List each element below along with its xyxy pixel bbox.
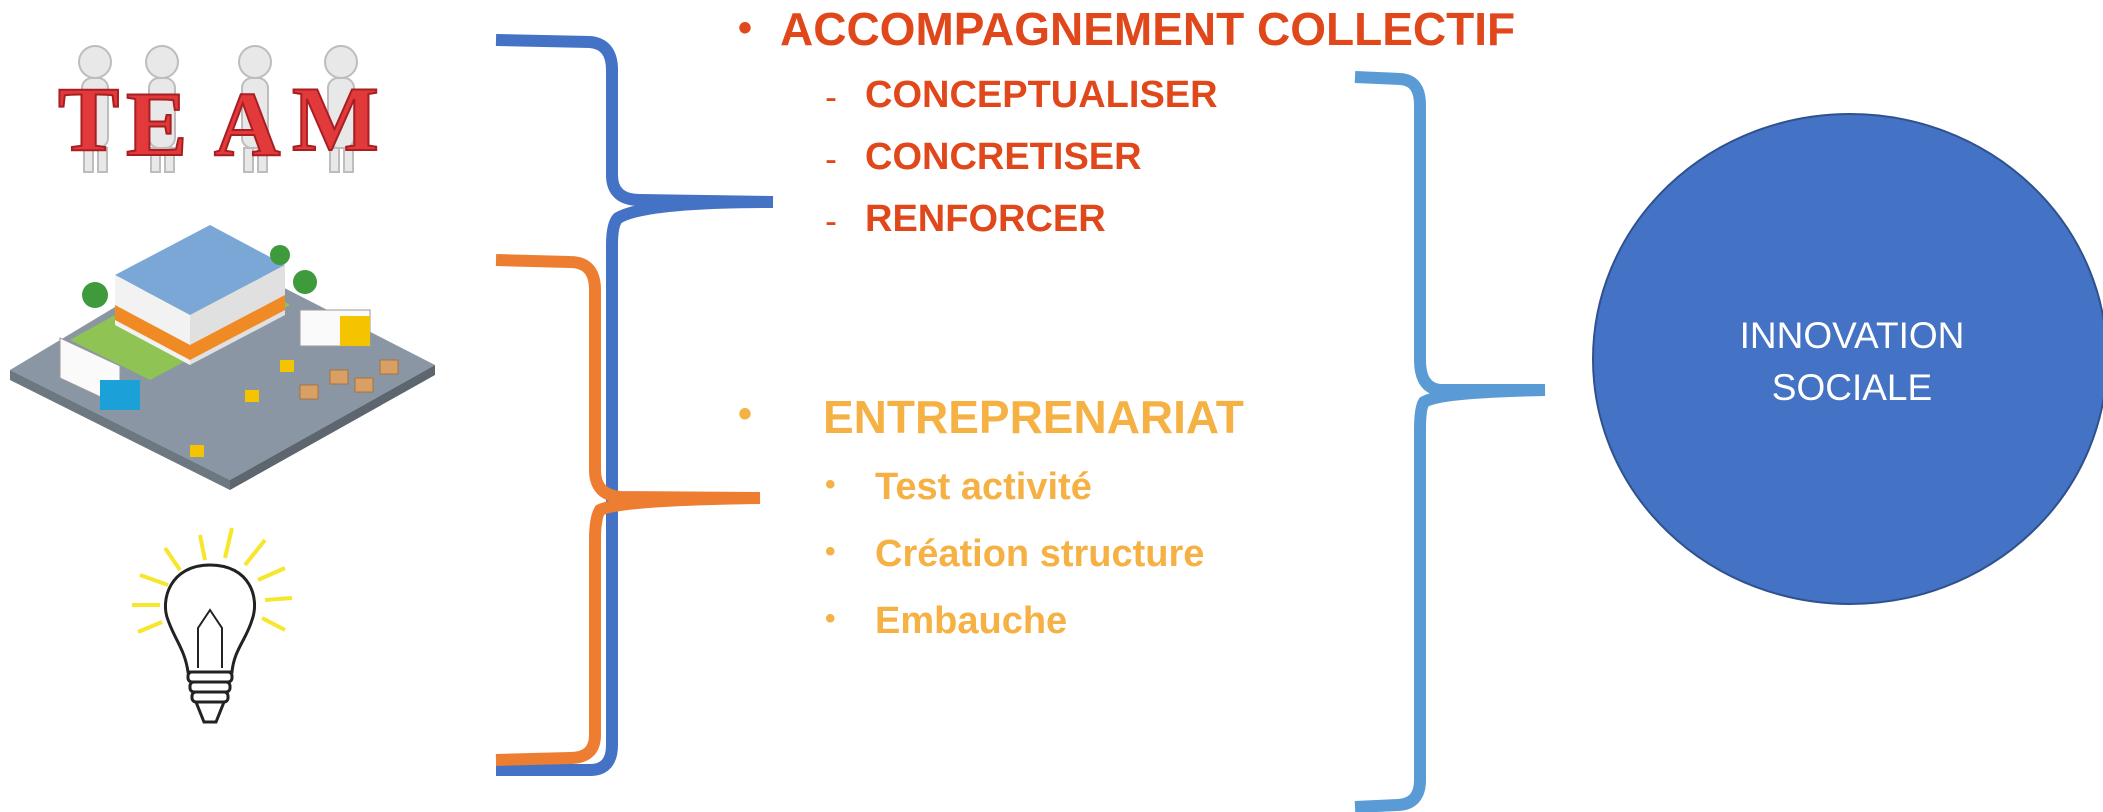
collective-bullet: • [738, 6, 753, 50]
entrepreneurship-bullet-2: • [825, 535, 836, 568]
entrepreneurship-bullet: • [738, 392, 753, 436]
warehouse-icon [10, 225, 435, 490]
team-letter-e: E [126, 73, 187, 175]
team-figures-icon: T E A M [57, 45, 380, 176]
collective-item-1: CONCEPTUALISER [865, 74, 1218, 116]
lightbulb-icon [132, 527, 293, 724]
collective-item-2: CONCRETISER [865, 136, 1142, 178]
entrepreneurship-item-3: Embauche [875, 600, 1068, 642]
light-blue-brace [1354, 71, 1546, 812]
orange-brace [495, 254, 761, 766]
innovation-circle [1592, 113, 2103, 605]
innovation-label-line2: SOCIALE [1771, 367, 1933, 408]
innovation-label-line1: INNOVATION [1739, 315, 1965, 356]
collective-item-3: RENFORCER [865, 198, 1106, 240]
team-letter-a: A [214, 73, 280, 175]
collective-dash-3: - [825, 200, 837, 241]
entrepreneurship-bullet-3: • [825, 602, 836, 635]
blue-brace [495, 34, 774, 776]
collective-title: ACCOMPAGNEMENT COLLECTIF [780, 3, 1516, 55]
entrepreneurship-bullet-1: • [825, 468, 836, 501]
team-letter-m: M [292, 68, 379, 170]
entrepreneurship-item-1: Test activité [875, 466, 1092, 508]
collective-dash-1: - [825, 76, 837, 117]
collective-dash-2: - [825, 138, 837, 179]
entrepreneurship-item-2: Création structure [875, 533, 1205, 575]
entrepreneurship-title: ENTREPRENARIAT [823, 391, 1244, 443]
team-letter-t: T [58, 68, 119, 170]
innovation-label: INNOVATION SOCIALE [1594, 310, 2103, 414]
